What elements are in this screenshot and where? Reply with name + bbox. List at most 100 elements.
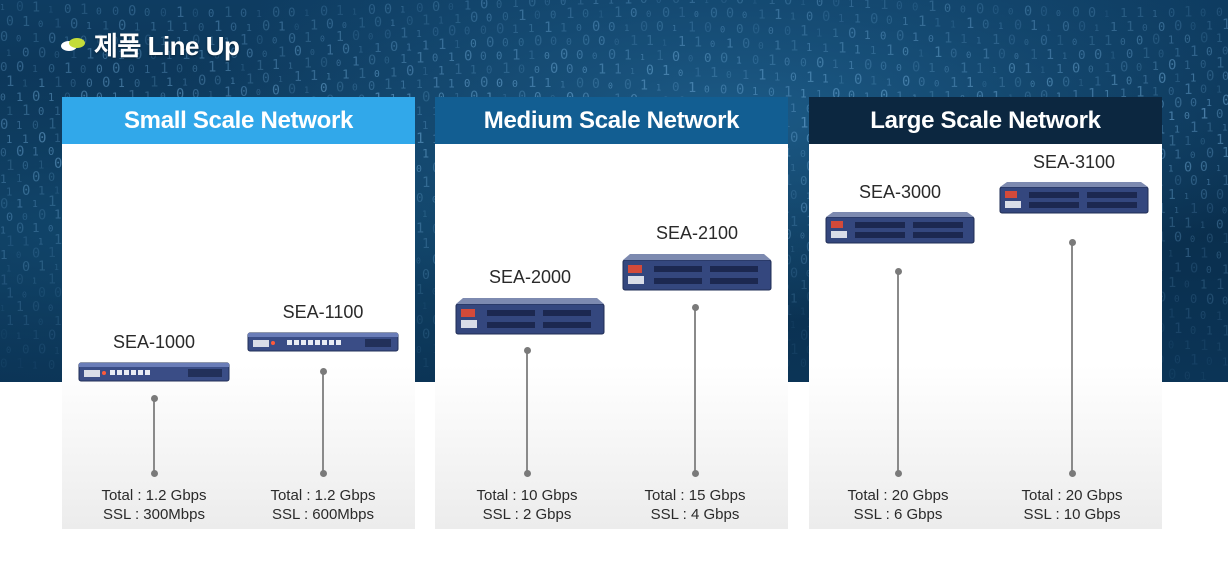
svg-text:0: 0 <box>48 146 54 158</box>
svg-text:1: 1 <box>422 175 430 191</box>
svg-text:0: 0 <box>214 50 220 61</box>
svg-text:1: 1 <box>432 76 440 92</box>
svg-text:1: 1 <box>1216 163 1221 173</box>
svg-text:1: 1 <box>1168 133 1176 149</box>
svg-text:1: 1 <box>656 83 661 93</box>
svg-text:1: 1 <box>576 0 584 9</box>
svg-text:0: 0 <box>320 34 325 44</box>
svg-text:0: 0 <box>518 37 524 49</box>
svg-text:1: 1 <box>416 105 423 118</box>
svg-text:1: 1 <box>864 0 871 11</box>
svg-text:1: 1 <box>32 64 38 75</box>
svg-text:1: 1 <box>758 68 766 84</box>
svg-text:0: 0 <box>48 170 55 184</box>
svg-text:1: 1 <box>1222 231 1228 247</box>
svg-text:1: 1 <box>1190 202 1198 217</box>
svg-text:0: 0 <box>1040 34 1048 49</box>
svg-text:1: 1 <box>400 80 406 92</box>
svg-text:1: 1 <box>966 16 974 32</box>
svg-text:0: 0 <box>32 170 40 186</box>
svg-text:1: 1 <box>422 66 428 78</box>
svg-text:0: 0 <box>1024 3 1032 19</box>
svg-text:1: 1 <box>816 89 822 101</box>
connector-dot <box>692 304 699 311</box>
svg-text:0: 0 <box>1072 6 1080 21</box>
svg-text:1: 1 <box>800 116 808 132</box>
svg-text:1: 1 <box>448 51 455 64</box>
svg-text:1: 1 <box>672 23 677 33</box>
appliance-2u-icon <box>622 254 772 291</box>
svg-text:1: 1 <box>614 63 622 78</box>
svg-text:0: 0 <box>48 62 55 76</box>
svg-text:1: 1 <box>118 49 125 62</box>
svg-text:0: 0 <box>614 38 619 48</box>
svg-text:1: 1 <box>240 63 245 73</box>
svg-text:0: 0 <box>720 25 725 35</box>
svg-text:1: 1 <box>1046 23 1051 33</box>
svg-text:0: 0 <box>1206 202 1214 217</box>
svg-text:1: 1 <box>1206 177 1211 187</box>
total-throughput: Total : 15 Gbps <box>644 487 746 504</box>
svg-text:0: 0 <box>326 18 334 33</box>
svg-text:0: 0 <box>288 5 296 20</box>
svg-text:1: 1 <box>400 6 405 16</box>
svg-text:1: 1 <box>134 21 140 33</box>
large-scale-panel: Large Scale Network SEA-3000 Total : 20 … <box>809 97 1162 529</box>
svg-text:1: 1 <box>208 60 216 76</box>
connector-dot <box>320 470 327 477</box>
svg-text:0: 0 <box>352 83 358 94</box>
svg-text:0: 0 <box>976 1 984 17</box>
svg-text:1: 1 <box>374 40 382 55</box>
svg-text:0: 0 <box>16 221 24 237</box>
svg-text:0: 0 <box>352 29 360 44</box>
svg-text:1: 1 <box>1222 263 1228 277</box>
svg-text:0: 0 <box>576 76 584 92</box>
svg-text:1: 1 <box>422 120 428 132</box>
svg-text:1: 1 <box>640 79 648 94</box>
svg-text:0: 0 <box>22 183 30 199</box>
svg-text:1: 1 <box>752 86 758 98</box>
svg-text:0: 0 <box>294 45 302 60</box>
svg-text:1: 1 <box>1168 35 1174 47</box>
svg-text:1: 1 <box>1078 78 1084 89</box>
svg-text:0: 0 <box>48 304 53 314</box>
svg-text:0: 0 <box>64 1 72 16</box>
svg-text:1: 1 <box>806 192 811 202</box>
svg-text:0: 0 <box>1078 47 1086 62</box>
svg-text:1: 1 <box>224 59 232 74</box>
svg-text:1: 1 <box>230 77 235 87</box>
svg-text:0: 0 <box>896 63 902 74</box>
svg-text:1: 1 <box>6 287 14 302</box>
svg-text:1: 1 <box>352 53 360 68</box>
svg-text:0: 0 <box>1174 95 1182 111</box>
svg-text:0: 0 <box>1222 93 1228 109</box>
svg-text:1: 1 <box>16 332 21 342</box>
svg-text:0: 0 <box>342 42 350 57</box>
svg-text:1: 1 <box>848 0 854 10</box>
svg-text:0: 0 <box>598 33 606 48</box>
spec-connector-line <box>1071 243 1073 473</box>
svg-text:0: 0 <box>198 73 206 89</box>
svg-text:1: 1 <box>1174 205 1179 215</box>
svg-text:0: 0 <box>1190 21 1196 33</box>
appliance-1u-icon <box>247 332 399 352</box>
svg-text:1: 1 <box>790 38 798 54</box>
svg-text:0: 0 <box>1088 6 1096 21</box>
spec-sea-3100: Total : 20 Gbps SSL : 10 Gbps <box>997 486 1147 524</box>
svg-text:1: 1 <box>806 42 812 54</box>
svg-text:1: 1 <box>32 327 40 342</box>
panel-title: Large Scale Network <box>870 106 1101 134</box>
svg-text:0: 0 <box>944 65 949 75</box>
svg-text:0: 0 <box>112 4 119 18</box>
svg-text:1: 1 <box>486 90 493 104</box>
svg-text:1: 1 <box>566 6 574 22</box>
svg-text:0: 0 <box>32 89 40 105</box>
ssl-throughput: SSL : 6 Gbps <box>853 506 943 523</box>
svg-text:0: 0 <box>640 0 648 6</box>
svg-text:0: 0 <box>470 89 478 105</box>
svg-text:0: 0 <box>230 46 238 62</box>
svg-text:0: 0 <box>1024 37 1029 47</box>
svg-text:1: 1 <box>0 3 5 12</box>
svg-text:0: 0 <box>22 212 28 223</box>
svg-text:1: 1 <box>614 5 622 21</box>
